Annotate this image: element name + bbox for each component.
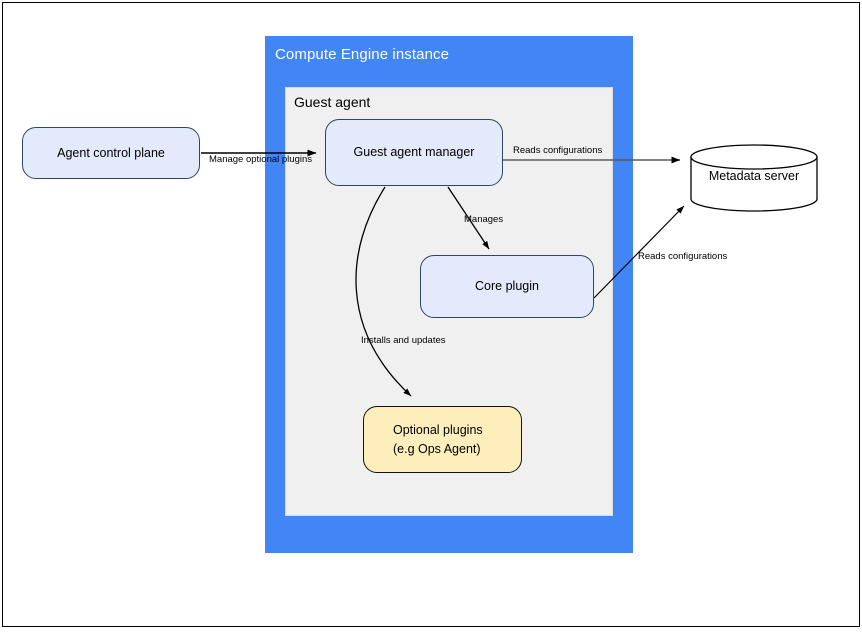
node-metadata-server[interactable] [690,144,818,212]
edge-label-reads-configurations-manager: Reads configurations [513,145,603,156]
guest-agent-title: Guest agent [294,94,371,110]
node-optional-plugins-label-line2: (e.g Ops Agent) [393,441,481,456]
node-metadata-server-label: Metadata server [708,169,800,183]
edge-label-installs-and-updates: Installs and updates [361,335,446,346]
node-agent-control-plane-label: Agent control plane [57,145,165,160]
edge-label-reads-configurations-core: Reads configurations [638,251,728,262]
node-agent-control-plane[interactable]: Agent control plane [22,127,200,179]
edge-label-manages: Manages [464,214,504,225]
node-core-plugin-label: Core plugin [475,279,539,294]
node-optional-plugins-label: Optional plugins (e.g Ops Agent) [393,421,483,457]
node-optional-plugins[interactable]: Optional plugins (e.g Ops Agent) [363,406,522,473]
node-core-plugin[interactable]: Core plugin [420,255,594,318]
edge-label-manage-optional-plugins: Manage optional plugins [209,154,312,165]
node-guest-agent-manager[interactable]: Guest agent manager [325,119,503,186]
node-optional-plugins-label-line1: Optional plugins [393,423,483,438]
node-guest-agent-manager-label: Guest agent manager [353,145,475,160]
compute-engine-instance-title: Compute Engine instance [275,46,450,63]
